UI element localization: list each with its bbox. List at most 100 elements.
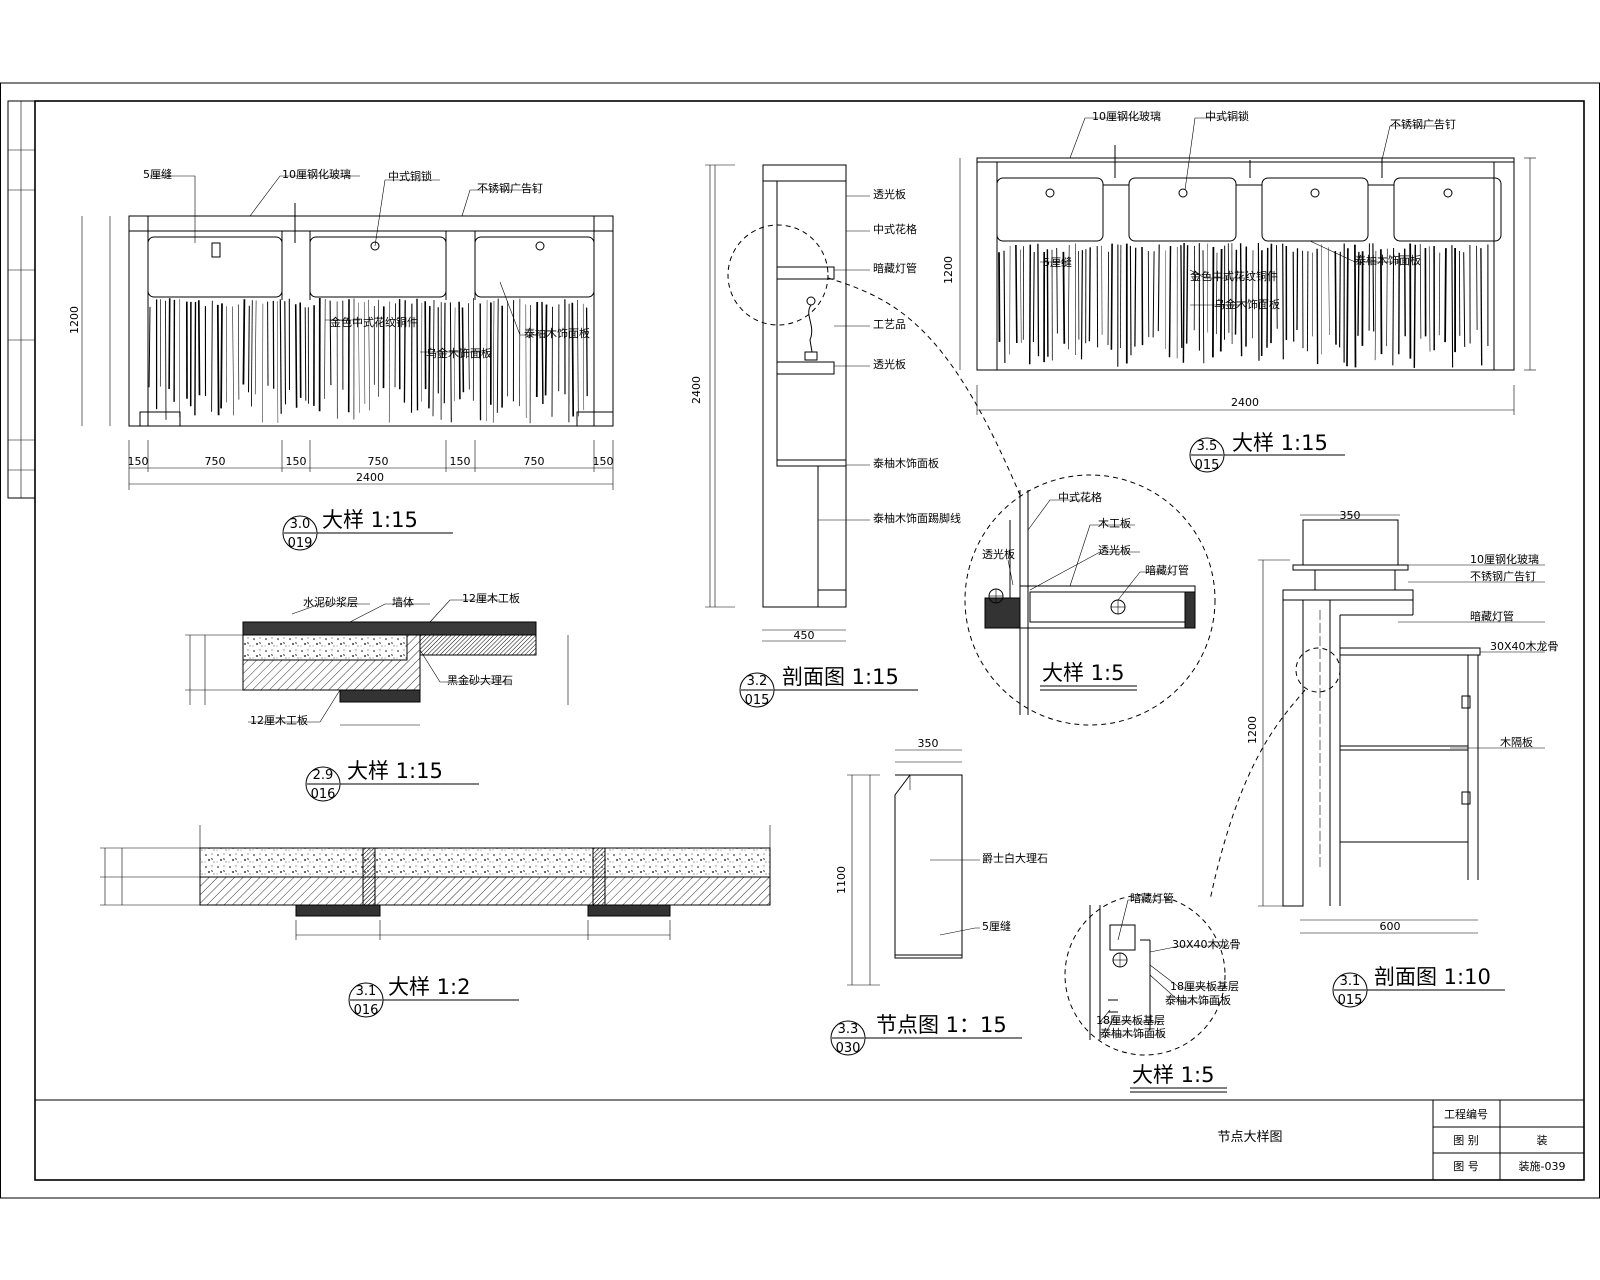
elevation-3-0: [81, 203, 614, 490]
callout-label: 中式花格: [873, 222, 917, 236]
callout-label: 乌金木饰面板: [1214, 297, 1280, 311]
view-number: 3.5: [1197, 439, 1218, 454]
callout-label: 12厘木工板: [462, 591, 520, 605]
view-tag-3-0: [282, 515, 453, 551]
view-tag-3-1-right: [1332, 972, 1505, 1008]
view-title: 节点图 1：15: [876, 1013, 1007, 1037]
figurine-icon: [804, 296, 818, 361]
callout-label: 中式铜锁: [1205, 109, 1249, 123]
dim-label: 750: [368, 455, 389, 468]
dim-label: 150: [593, 455, 614, 468]
view-tag-3-1-left: [348, 982, 519, 1018]
view-sheet: 015: [1338, 993, 1363, 1008]
info-value-category: 装: [1537, 1134, 1548, 1147]
callout-label: 18厘夹板基层: [1170, 979, 1239, 993]
view-title: 剖面图 1:15: [782, 665, 899, 689]
wood-grain-panel: [148, 297, 588, 424]
callout-label: 泰柚木饰面板: [1100, 1026, 1166, 1040]
view-tag-2-9: [305, 766, 479, 802]
callout-label: 12厘木工板: [250, 713, 308, 727]
callout-label: 30X40木龙骨: [1172, 938, 1241, 951]
callout-label: 5厘缝: [982, 919, 1011, 933]
dim-total-height: 1200: [942, 256, 955, 284]
dim-depth: 450: [794, 629, 815, 642]
dim-label: 750: [205, 455, 226, 468]
view-number: 3.2: [747, 674, 768, 689]
view-number: 3.1: [1340, 974, 1361, 989]
info-value-number: 装施-039: [1519, 1160, 1566, 1173]
view-sheet: 016: [354, 1003, 379, 1018]
view-title: 大样 1:5: [1042, 661, 1124, 685]
view-number: 2.9: [313, 768, 334, 783]
callout-label: 不锈钢广告钉: [477, 182, 543, 195]
callout-label: 10厘钢化玻璃: [1470, 552, 1539, 566]
callout-label: 泰柚木饰面踢脚线: [873, 511, 961, 525]
callout-label: 透光板: [873, 357, 906, 371]
view-number: 3.0: [290, 517, 311, 532]
wood-grain-panel: [998, 242, 1489, 368]
callout-label: 黑金砂大理石: [447, 673, 513, 687]
callout-label: 木工板: [1098, 516, 1131, 530]
view-title: 大样 1:15: [1232, 431, 1328, 455]
hardware-icon: [1461, 695, 1471, 805]
dim-label: 150: [286, 455, 307, 468]
callout-label: 透光板: [1098, 543, 1131, 557]
callout-label: 30X40木龙骨: [1490, 640, 1559, 653]
callout-label: 乌金木饰面板: [426, 346, 492, 360]
callout-label: 暗藏灯管: [873, 261, 917, 275]
callout-label: 5厘缝: [143, 167, 172, 181]
dim-total-height: 1100: [835, 866, 848, 894]
callout-label: 泰柚木饰面板: [524, 326, 590, 340]
dim-total-width: 600: [1380, 920, 1401, 933]
callout-label: 中式铜锁: [388, 169, 432, 183]
dim-label: 150: [128, 455, 149, 468]
view-tag-3-5: [1189, 437, 1345, 473]
view-number: 3.3: [838, 1022, 859, 1037]
info-label-number: 图 号: [1453, 1160, 1479, 1173]
view-title: 大样 1:15: [322, 508, 418, 532]
callout-label: 10厘钢化玻璃: [282, 167, 351, 181]
leaders-3-0: [150, 175, 540, 353]
section-3-1: [1209, 514, 1545, 934]
dim-total-width: 2400: [1231, 396, 1259, 409]
view-title: 剖面图 1:10: [1374, 965, 1491, 989]
view-title: 大样 1:5: [1132, 1063, 1214, 1087]
callout-label: 暗藏灯管: [1470, 609, 1514, 623]
callout-label: 18厘夹板基层: [1096, 1013, 1165, 1027]
callout-label: 不锈钢广告钉: [1390, 118, 1456, 131]
detail-2-9: [185, 599, 569, 726]
callout-label: 暗藏灯管: [1130, 891, 1174, 905]
dim-top-width: 350: [1340, 509, 1361, 522]
view-sheet: 015: [1195, 458, 1220, 473]
view-title: 大样 1:2: [388, 975, 470, 999]
elevation-3-5: [959, 117, 1536, 415]
callout-label: 水泥砂浆层: [303, 595, 358, 609]
dim-total-height: 2400: [690, 376, 703, 404]
detail-circle-a: [964, 474, 1216, 726]
callout-label: 工艺品: [873, 318, 906, 331]
view-tag-3-2: [739, 672, 918, 708]
node-3-3: [847, 749, 980, 986]
callout-label: 泰柚木饰面板: [873, 456, 939, 470]
detail-circle-b: [1064, 894, 1230, 1093]
callout-label: 泰柚木饰面板: [1165, 993, 1231, 1007]
info-label-project: 工程编号: [1444, 1107, 1488, 1121]
callout-label: 10厘钢化玻璃: [1092, 109, 1161, 123]
callout-label: 5厘缝: [1043, 255, 1072, 269]
info-label-category: 图 别: [1453, 1134, 1479, 1147]
callout-label: 中式花格: [1058, 490, 1102, 504]
callout-label: 金色中式花纹铜件: [330, 315, 418, 329]
callout-label: 木隔板: [1500, 735, 1533, 749]
view-title: 大样 1:15: [347, 759, 443, 783]
view-tag-3-3: [830, 1020, 1022, 1056]
dim-total-width: 350: [918, 737, 939, 750]
callout-label: 透光板: [873, 187, 906, 201]
dim-total-width: 2400: [356, 471, 384, 484]
view-sheet: 015: [745, 693, 770, 708]
view-sheet: 019: [288, 536, 313, 551]
view-sheet: 016: [311, 787, 336, 802]
view-number: 3.1: [356, 984, 377, 999]
callout-label: 爵士白大理石: [982, 851, 1048, 865]
callout-label: 墙体: [392, 595, 414, 609]
